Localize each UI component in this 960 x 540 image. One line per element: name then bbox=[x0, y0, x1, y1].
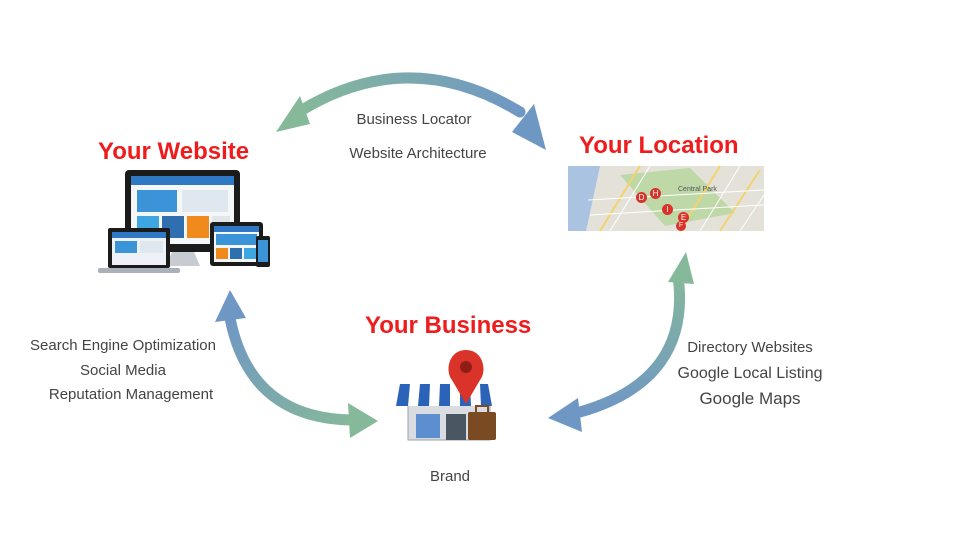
edge-label: Website Architecture bbox=[349, 145, 487, 162]
edge-label: Search Engine Optimization bbox=[30, 337, 216, 354]
map-thumbnail bbox=[568, 165, 765, 232]
responsive-devices-icon bbox=[98, 170, 270, 273]
map-pin-marker: H bbox=[650, 188, 661, 199]
map-pin-marker: I bbox=[662, 204, 673, 215]
edge-label: Reputation Management bbox=[48, 386, 214, 403]
storefront-icon bbox=[396, 350, 496, 441]
map-pin-marker: F bbox=[676, 221, 686, 231]
edge-label: Business Locator bbox=[356, 111, 472, 128]
brand-caption: Brand bbox=[429, 468, 471, 485]
your-website-heading: Your Website bbox=[98, 138, 250, 165]
your-location-heading: Your Location bbox=[579, 132, 739, 159]
map-pin-marker: D bbox=[636, 192, 647, 203]
edge-label: Directory Websites bbox=[687, 339, 813, 356]
your-business-heading: Your Business bbox=[365, 312, 532, 339]
arrow-website-location bbox=[276, 72, 546, 150]
arrow-location-business bbox=[548, 252, 694, 432]
edge-label: Google Local Listing bbox=[677, 365, 823, 382]
map-pin-marker: E bbox=[678, 212, 689, 223]
arrow-website-business bbox=[215, 290, 378, 438]
map-park-label: Central Park bbox=[678, 186, 717, 193]
edge-label: Social Media bbox=[80, 362, 166, 379]
map-pins: Central Park D H I E F bbox=[568, 166, 764, 231]
edge-label: Google Maps bbox=[699, 389, 801, 408]
